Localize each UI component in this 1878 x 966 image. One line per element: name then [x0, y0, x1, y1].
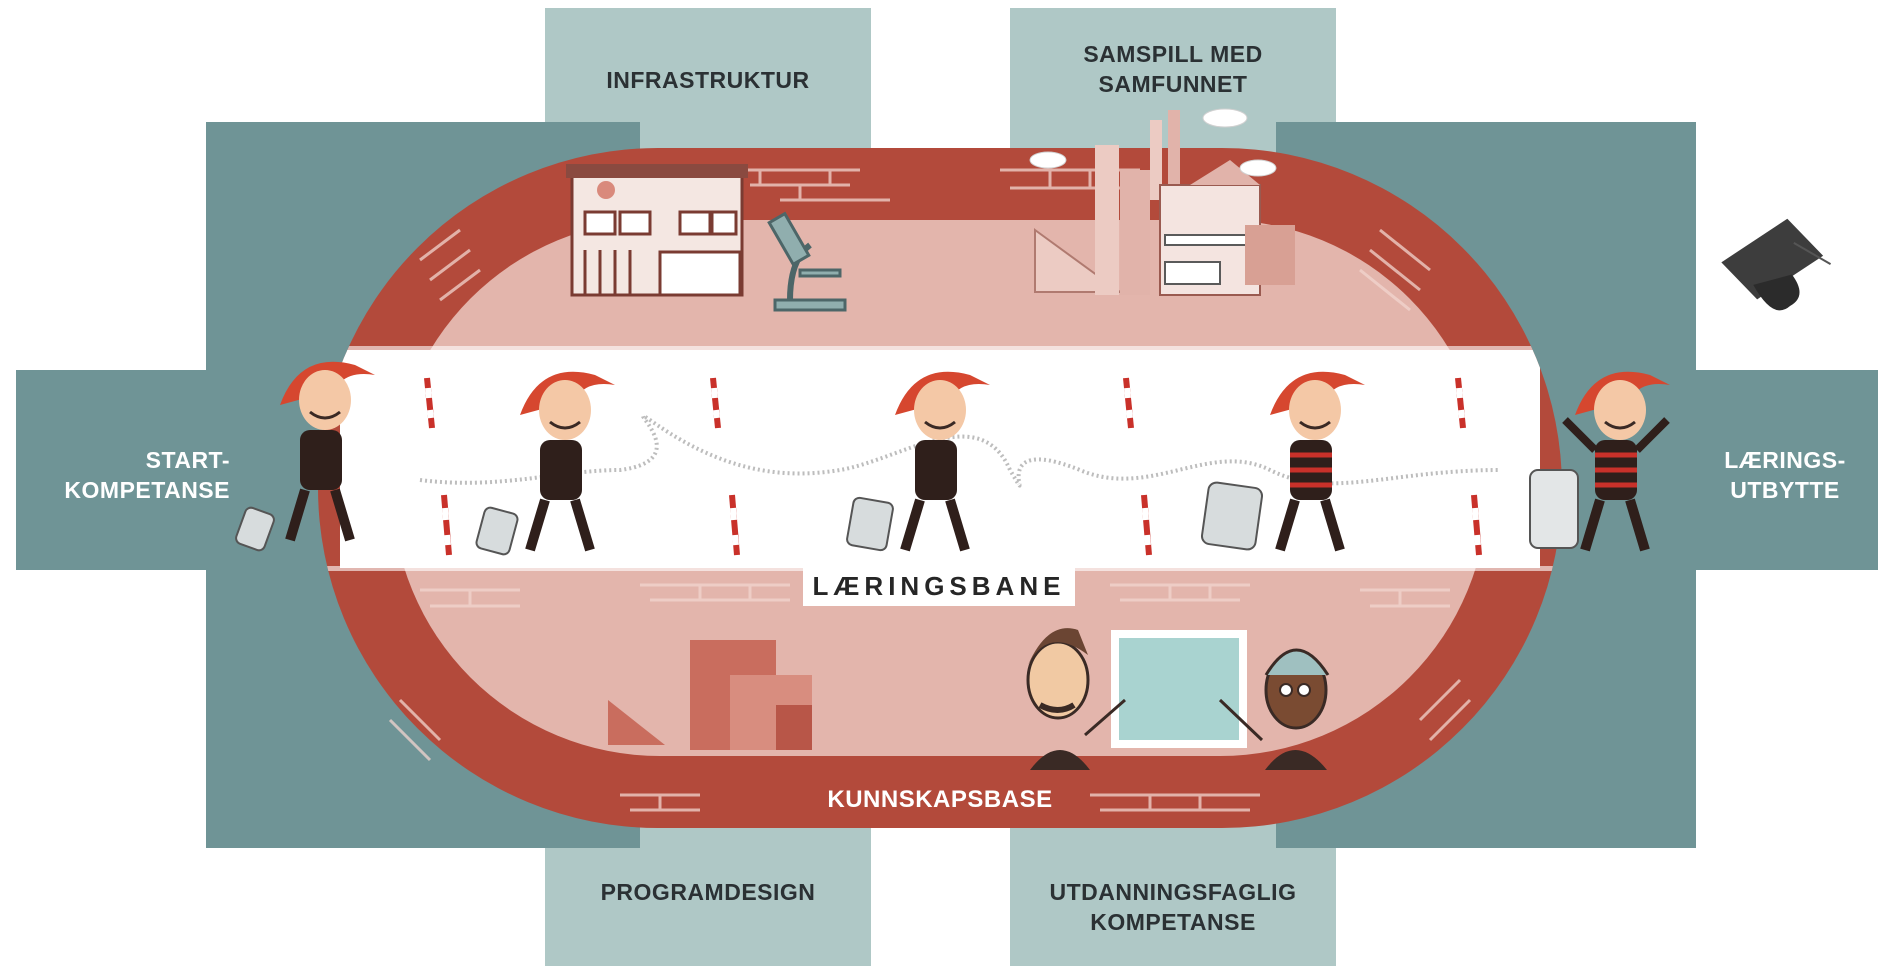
label-infrastruktur: INFRASTRUKTUR: [606, 67, 810, 93]
suitcase-icon: [846, 496, 894, 552]
graduation-cap-icon: [1721, 218, 1832, 311]
factory-icon: [1034, 110, 1295, 296]
lane-poles: [424, 377, 1482, 556]
learning-path-line: [419, 413, 1501, 488]
label-line: UTDANNINGSFAGLIG: [1049, 879, 1297, 905]
label-line: START-: [145, 447, 230, 473]
label-line: SAMFUNNET: [1098, 70, 1248, 97]
label-line: SAMSPILL MED: [1083, 41, 1263, 67]
suitcase-icon: [1200, 481, 1264, 551]
suitcase-icon: [235, 506, 275, 552]
label-laeringsutbytte: LÆRINGS- UTBYTTE: [1700, 446, 1870, 506]
label-kunnskapsbase: KUNNSKAPSBASE: [827, 786, 1053, 813]
label-laeringsbane: LÆRINGSBANE: [803, 566, 1075, 606]
label-line: KOMPETANSE: [64, 476, 230, 503]
student-icon: [475, 371, 615, 556]
suitcase-icon: [475, 506, 519, 556]
teacher-icon: [1218, 648, 1330, 770]
brick-pattern: [388, 168, 1472, 812]
building-icon: [566, 164, 748, 297]
label-line: UTBYTTE: [1730, 476, 1840, 503]
label-startkompetanse: START- KOMPETANSE: [40, 446, 230, 506]
label-programdesign: PROGRAMDESIGN: [600, 879, 816, 905]
label-samspill-med-samfunnet: SAMSPILL MED SAMFUNNET: [1010, 40, 1336, 100]
student-icon: [1200, 371, 1365, 552]
label-line: KOMPETANSE: [1090, 908, 1256, 935]
label-line: LÆRINGS-: [1724, 447, 1846, 473]
student-icon: [235, 361, 375, 552]
student-icon: [846, 371, 990, 552]
suitcase-icon: [1529, 469, 1579, 549]
microscope-icon: [767, 211, 847, 312]
label-utdanningsfaglig-kompetanse: UTDANNINGSFAGLIG KOMPETANSE: [1010, 878, 1336, 938]
teacher-icon: [1026, 628, 1126, 770]
program-design-blocks: [608, 640, 812, 750]
whiteboard-icon: [1111, 630, 1247, 748]
cloud-icon: [1029, 108, 1277, 177]
student-icon: [1529, 371, 1670, 552]
